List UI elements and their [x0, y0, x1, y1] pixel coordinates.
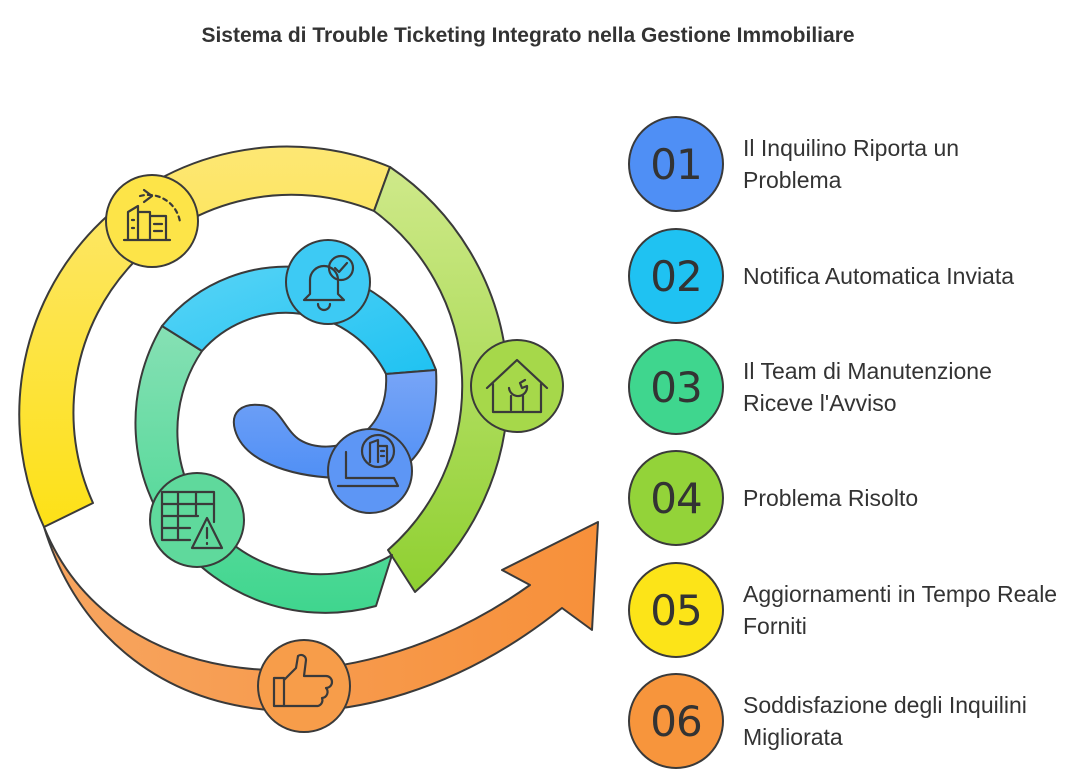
bell-check-icon: [302, 254, 355, 312]
step-label: Soddisfazione degli Inquilini Migliorata: [743, 692, 1027, 750]
step-number-badge: 05: [628, 562, 724, 658]
segment-satisfaction: [43, 521, 599, 713]
laptop-building-icon-badge: [327, 428, 413, 514]
step-number-badge: 06: [628, 673, 724, 769]
house-wrench-icon: [485, 358, 549, 414]
building-refresh-icon-badge: [105, 174, 199, 268]
page-title: Sistema di Trouble Ticketing Integrato n…: [201, 24, 855, 47]
bell-check-icon-badge: [285, 239, 371, 325]
segment-resolved: [373, 166, 509, 593]
spreadsheet-warning-icon: [160, 490, 224, 550]
step-number-badge: 03: [628, 339, 724, 435]
step-2: 02 Notifica Automatica Inviata: [628, 228, 1068, 328]
building-refresh-icon: [122, 188, 182, 242]
step-6: 06 Soddisfazione degli Inquilini Miglior…: [628, 673, 1068, 773]
step-label: Notifica Automatica Inviata: [743, 263, 1015, 289]
step-4: 04 Problema Risolto: [628, 450, 1068, 550]
step-label: Problema Risolto: [743, 485, 919, 511]
laptop-building-icon: [336, 433, 400, 488]
step-label: Il Team di Manutenzione Riceve l'Avviso: [743, 358, 992, 416]
step-3: 03 Il Team di Manutenzione Riceve l'Avvi…: [628, 339, 1068, 439]
step-label: Il Inquilino Riporta un Problema: [743, 135, 960, 193]
thumbs-up-icon-badge: [257, 639, 351, 733]
step-1: 01 Il Inquilino Riporta un Problema: [628, 116, 1068, 216]
step-label: Aggiornamenti in Tempo Reale Forniti: [743, 581, 1058, 639]
step-number-badge: 04: [628, 450, 724, 546]
step-number-badge: 02: [628, 228, 724, 324]
step-5: 05 Aggiornamenti in Tempo Reale Forniti: [628, 562, 1068, 662]
house-wrench-icon-badge: [470, 339, 564, 433]
spreadsheet-warning-icon-badge: [149, 472, 245, 568]
step-number-badge: 01: [628, 116, 724, 212]
thumbs-up-icon: [272, 653, 334, 708]
